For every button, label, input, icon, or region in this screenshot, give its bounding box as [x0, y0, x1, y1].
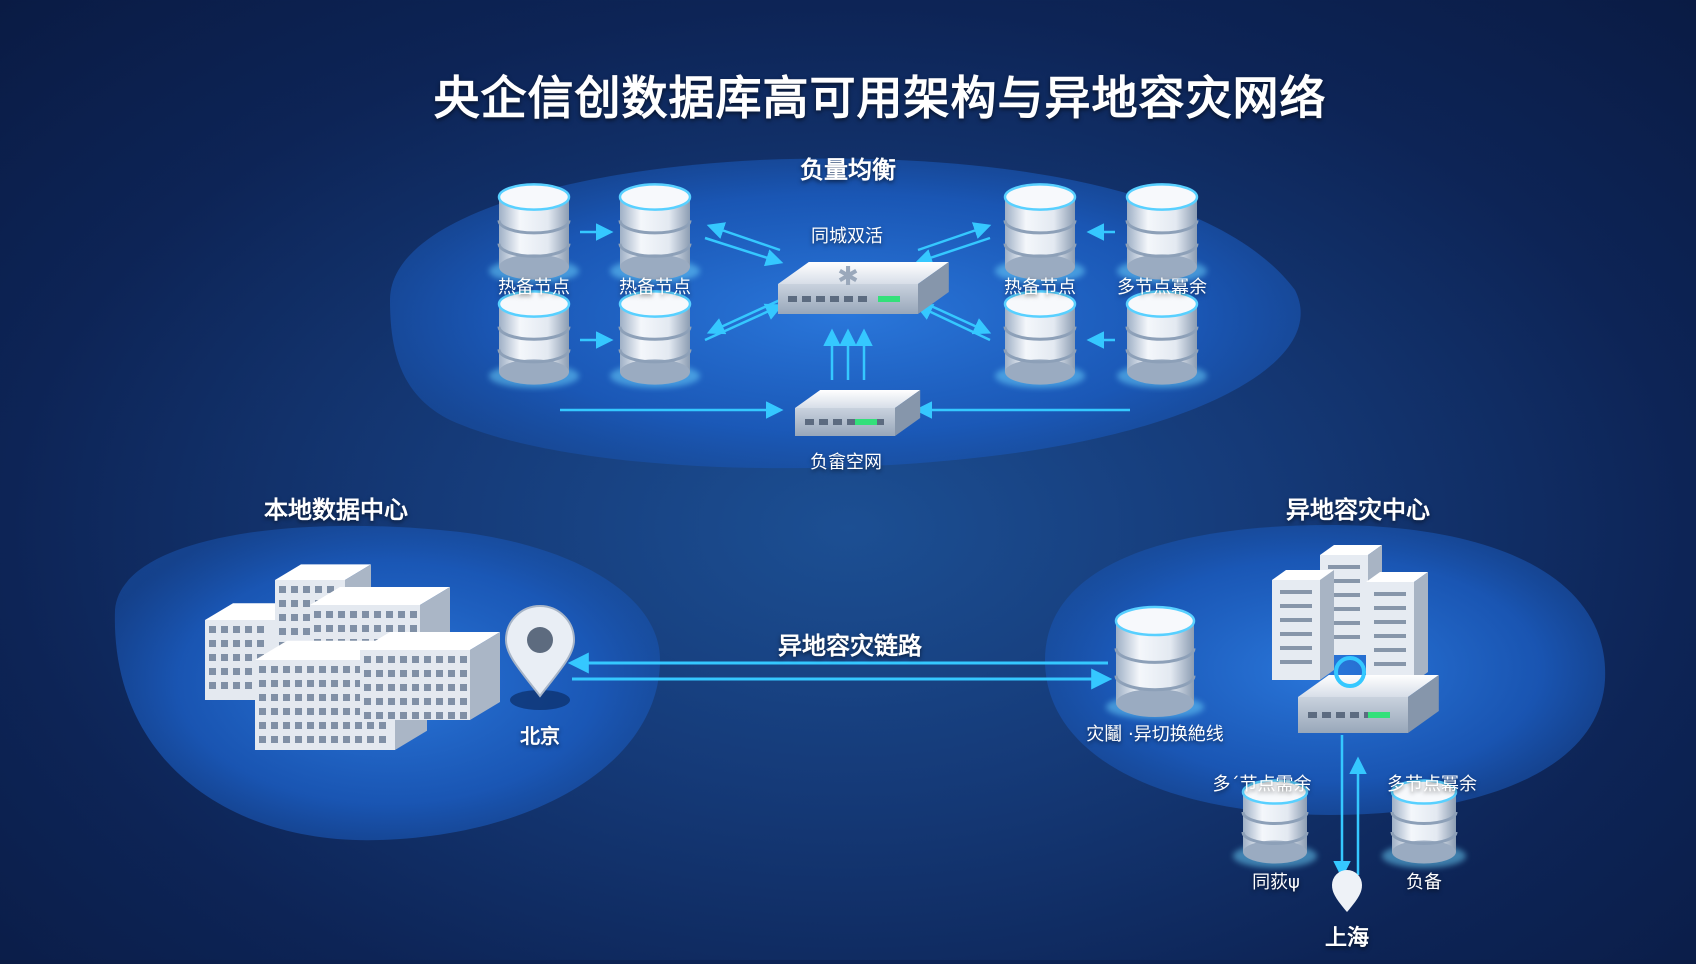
cluster-heading: 负量均衡 [800, 156, 896, 184]
db-label-4: 多节点冪余 [1117, 277, 1207, 298]
dr-switch-label: 灾鬮 ·异切换絶线 [1086, 724, 1224, 745]
dr-storage-icon [1298, 675, 1439, 733]
db-icon-1 [489, 183, 579, 283]
remote-node-right-top: 多节点冪余 [1387, 774, 1477, 795]
remote-node-left-top: 多ˊ节点需余 [1212, 774, 1312, 795]
db-icon-2 [610, 183, 700, 283]
db-icon-8 [1117, 290, 1207, 388]
building-5 [360, 632, 500, 720]
remote-node-right-bottom: 负备 [1406, 872, 1442, 893]
remote-db-left [1233, 779, 1317, 868]
db-label-3: 热备节点 [1004, 277, 1076, 298]
local-center-heading: 本地数据中心 [264, 496, 408, 524]
gateway-label: 负畲空网 [810, 452, 882, 473]
map-pin-icon [504, 605, 576, 710]
page-title: 央企信创数据库高可用架构与异地容灾网络 [433, 71, 1327, 125]
dr-link-arrows [567, 652, 1113, 690]
db-icon-4 [1117, 183, 1207, 283]
center-switch-label: 同城双活 [811, 226, 883, 247]
db-label-1: 热备节点 [498, 277, 570, 298]
db-icon-3 [995, 183, 1085, 283]
gateway-icon [795, 390, 921, 436]
remote-center-heading: 异地容灾中心 [1286, 496, 1430, 524]
db-icon-7 [995, 290, 1085, 388]
server-rack-icon [1272, 545, 1428, 682]
shanghai-pin-icon [1332, 870, 1362, 912]
beijing-label: 北京 [520, 724, 560, 748]
remote-node-left-bottom: 同荻ψ [1252, 872, 1300, 893]
cluster-arrows [560, 222, 1130, 419]
svg-text:✱: ✱ [837, 262, 859, 292]
remote-db-right [1382, 779, 1466, 868]
dr-switch-db-icon [1106, 605, 1204, 719]
shanghai-label: 上海 [1324, 926, 1370, 951]
db-icon-6 [610, 290, 700, 388]
db-icon-5 [489, 290, 579, 388]
core-switch-icon: ✱ [778, 262, 949, 314]
shanghai-arrows [1333, 735, 1367, 879]
db-label-2: 热备节点 [619, 277, 691, 298]
dr-link-label: 异地容灾链路 [778, 632, 922, 660]
